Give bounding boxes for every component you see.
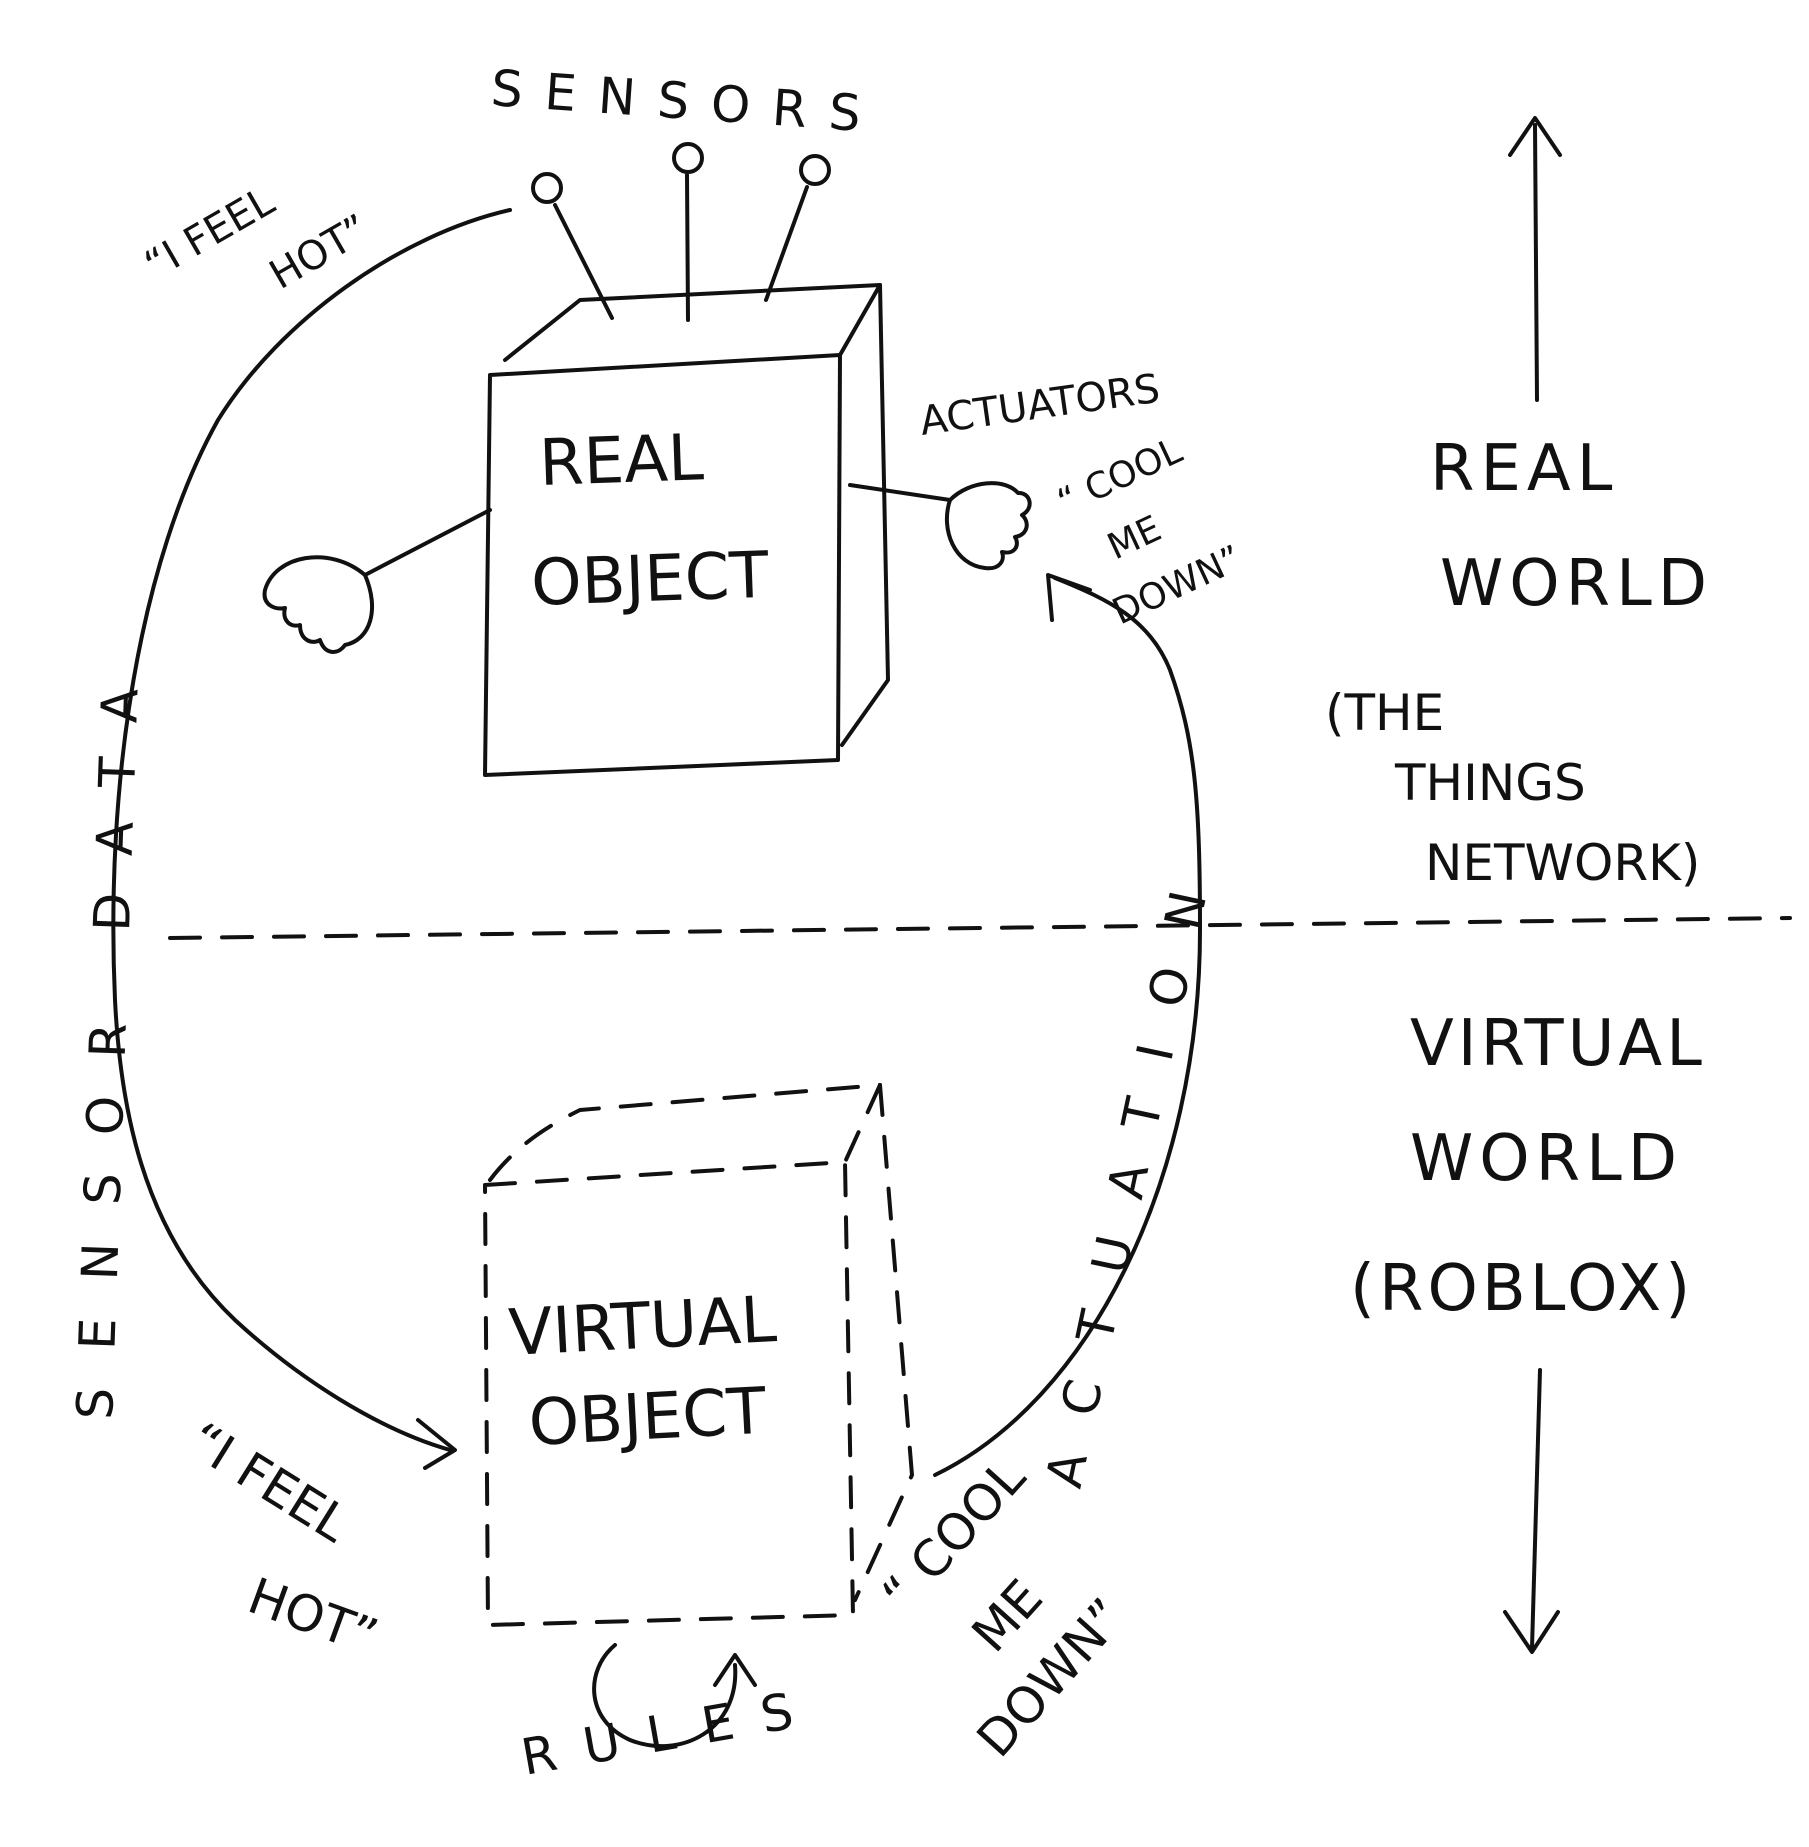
i-feel-hot-top-line1: “I FEEL [137, 178, 283, 289]
cool-me-down-top-line2: ME [1101, 508, 1167, 568]
virtual-object-title-line1: VIRTUAL [507, 1283, 779, 1371]
hand-icon [262, 508, 492, 654]
virtual-object-top-face [488, 1083, 882, 1182]
virtual-world-line1: VIRTUAL [1410, 1007, 1706, 1081]
sensor-data-arrow [111, 208, 512, 1452]
real-world-line4: THINGS [1394, 754, 1586, 812]
actuation-arrowhead [1046, 573, 1092, 622]
actuation-label: ACTUATION [1035, 847, 1226, 1493]
virtual-object-title-line2: OBJECT [527, 1375, 769, 1461]
arrow-down-icon [1503, 1368, 1560, 1654]
sensors-label: SENSORS [489, 59, 884, 144]
virtual-world-line2: WORLD [1410, 1122, 1683, 1196]
real-object-title-line2: OBJECT [530, 539, 771, 621]
real-object-top-face [503, 283, 882, 362]
real-world-line1: REAL [1430, 432, 1618, 506]
sensor-data-arrowhead [416, 1418, 457, 1470]
arrow-up-icon [1508, 116, 1562, 402]
virtual-object-side-face [853, 1083, 914, 1602]
rotate-arrows-icon [592, 1643, 757, 1749]
hand-icon [848, 481, 1032, 571]
cool-me-down-top-line1: “ COOL [1051, 430, 1188, 523]
actuators-label: ACTUATORS [917, 366, 1163, 445]
real-world-line5: NETWORK) [1425, 834, 1700, 892]
real-object-front-face [483, 353, 842, 777]
actuation-arrow [933, 576, 1202, 1477]
i-feel-hot-bottom-line1: “I FEEL [179, 1411, 359, 1554]
real-object-side-face [840, 283, 890, 747]
sensor-probe-icon [531, 142, 831, 322]
world-divider-line [168, 916, 1792, 940]
rules-label: RULES [517, 1677, 825, 1787]
real-world-line2: WORLD [1440, 547, 1713, 621]
real-world-line3: (THE [1325, 684, 1444, 742]
virtual-world-line3: (ROBLOX) [1350, 1252, 1694, 1326]
real-object-box [483, 283, 890, 777]
virtual-object-front-face [483, 1160, 855, 1627]
i-feel-hot-bottom-line2: HOT” [241, 1567, 385, 1667]
real-object-title-line1: REAL [538, 421, 705, 501]
sensor-data-label: SENSOR DATA [66, 650, 151, 1421]
virtual-object-box [483, 1083, 914, 1627]
